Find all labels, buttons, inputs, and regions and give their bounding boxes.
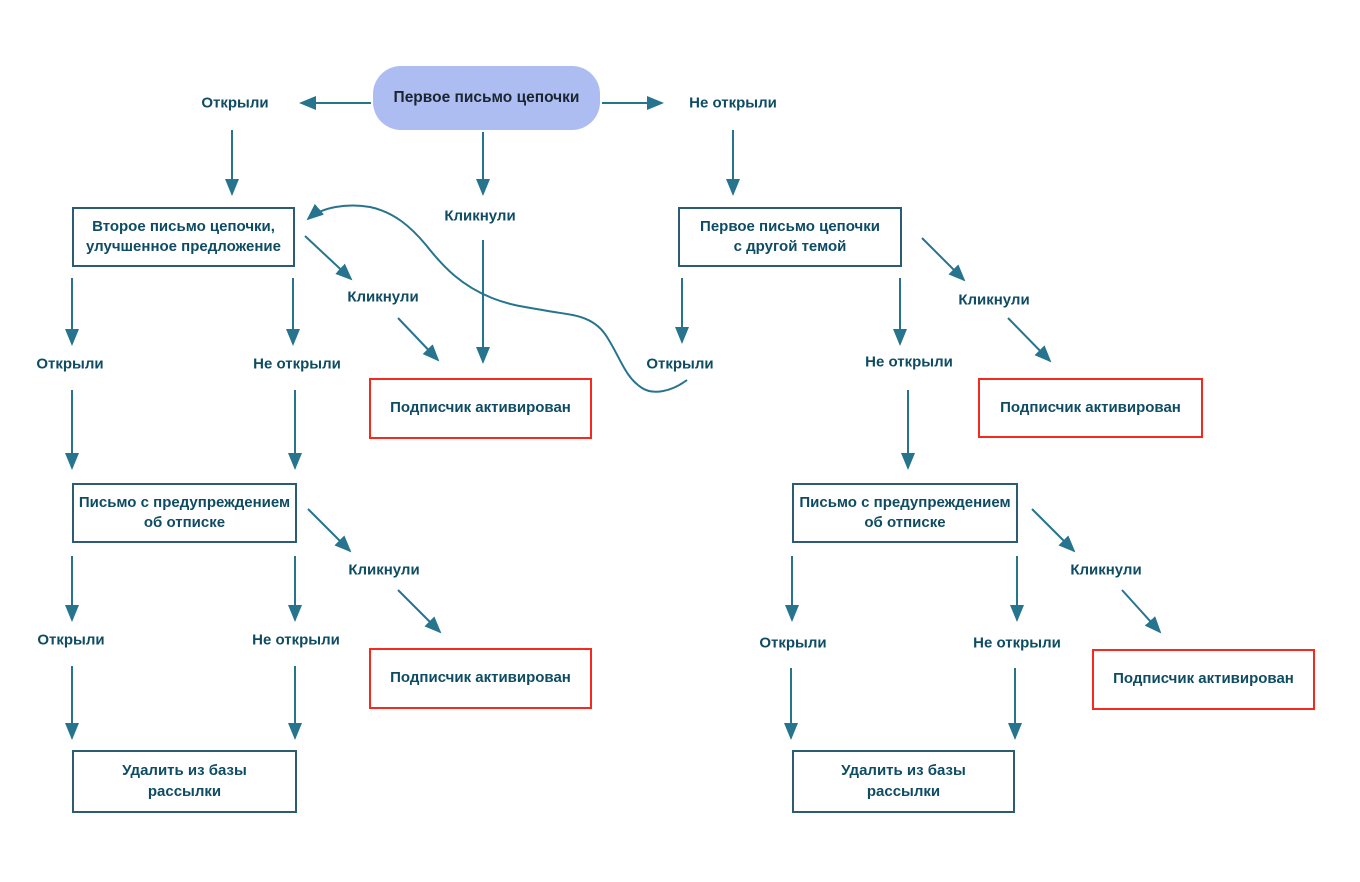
arrow-l1-clicked-to-activated — [397, 317, 440, 362]
label-not-opened-bottom-left: Не открыли — [252, 631, 340, 649]
remove-right-line1: Удалить из базы — [841, 762, 966, 780]
remove-left-line1: Удалить из базы — [122, 762, 247, 780]
label-not-opened-mid-right: Не открыли — [865, 353, 953, 371]
node-second-email-line2: улучшенное предложение — [86, 238, 281, 255]
label-clicked-right2: Кликнули — [1070, 561, 1142, 579]
node-second-email-line1: Второе письмо цепочки, — [92, 217, 275, 235]
warning-left-line2: об отписке — [143, 514, 226, 531]
label-opened-mid-left: Открыли — [36, 355, 104, 373]
remove-left-line2: рассылки — [147, 782, 222, 800]
label-clicked-left2: Кликнули — [348, 561, 420, 579]
warning-left-line1: Письмо с предупреждением — [78, 493, 291, 511]
arrow-l2-to-clicked — [307, 508, 352, 553]
warning-right-line2: об отписке — [864, 514, 946, 531]
node-remove-from-base-left: Удалить из базы рассылки — [72, 750, 297, 813]
label-not-opened-mid-left: Не открыли — [253, 355, 341, 373]
node-activated-center-label: Подписчик активирован — [390, 399, 571, 417]
label-opened-bottom-left: Открыли — [37, 631, 105, 649]
arrow-r1-clicked-to-activated — [1007, 317, 1052, 363]
label-clicked-left1: Кликнули — [347, 288, 419, 306]
remove-right-line2: рассылки — [866, 782, 941, 800]
label-opened-bottom-right: Открыли — [759, 634, 827, 652]
node-activated-right2-label: Подписчик активирован — [1113, 670, 1294, 688]
node-first-email-label: Первое письмо цепочки — [393, 88, 580, 106]
node-activated-right1-label: Подписчик активирован — [1000, 398, 1181, 416]
node-remove-from-base-right: Удалить из базы рассылки — [792, 750, 1015, 813]
node-activated-center: Подписчик активирован — [369, 378, 592, 439]
node-activated-left2-label: Подписчик активирован — [390, 669, 571, 687]
arrow-r2-to-clicked — [1031, 508, 1076, 553]
arrow-l1-to-clicked — [304, 235, 353, 281]
node-resend-line2: с другой темой — [733, 238, 847, 255]
node-activated-left2: Подписчик активирован — [369, 648, 592, 709]
node-unsubscribe-warning-right: Письмо с предупреждением об отписке — [792, 483, 1018, 543]
arrow-r-opened-to-second-email-curve — [306, 203, 688, 393]
node-resend-line1: Первое письмо цепочки — [700, 217, 880, 235]
label-opened-top-left: Открыли — [201, 94, 269, 112]
label-clicked-right1: Кликнули — [958, 291, 1030, 309]
warning-right-line1: Письмо с предупреждением — [799, 493, 1011, 511]
arrow-r2-clicked-to-activated — [1121, 589, 1162, 634]
node-resend-other-subject: Первое письмо цепочки с другой темой — [678, 207, 902, 267]
node-second-email: Второе письмо цепочки, улучшенное предло… — [72, 207, 295, 267]
label-clicked-center: Кликнули — [444, 207, 516, 225]
node-activated-right1: Подписчик активирован — [978, 378, 1203, 438]
label-opened-mid-right: Открыли — [646, 355, 714, 373]
label-not-opened-bottom-right: Не открыли — [973, 634, 1061, 652]
node-unsubscribe-warning-left: Письмо с предупреждением об отписке — [72, 483, 297, 543]
node-activated-right2: Подписчик активирован — [1092, 649, 1315, 710]
arrow-l2-clicked-to-activated — [397, 589, 442, 634]
arrow-r1-to-clicked — [921, 237, 966, 282]
label-not-opened-top-right: Не открыли — [689, 94, 777, 112]
node-first-email: Первое письмо цепочки — [373, 66, 600, 130]
